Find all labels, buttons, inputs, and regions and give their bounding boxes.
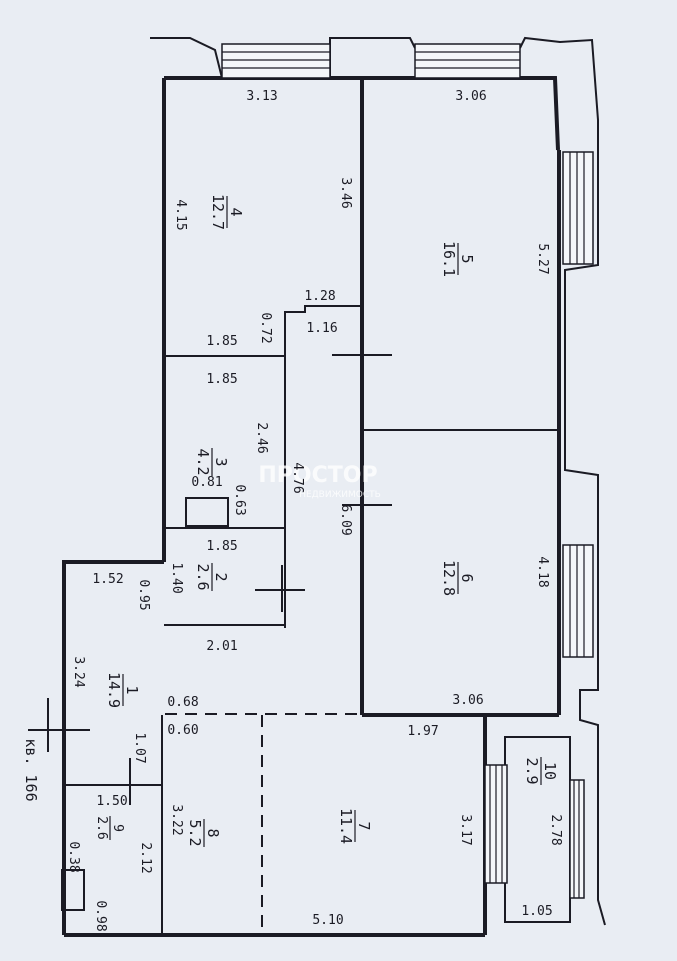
dim-5.27: 5.27 xyxy=(535,243,550,274)
dim-0.72: 0.72 xyxy=(258,312,273,343)
dim-1.85-c: 1.85 xyxy=(206,539,237,554)
room-number: 3 xyxy=(212,457,230,466)
room-label-5: 5 16.1 xyxy=(440,241,476,277)
room-label-6: 6 12.8 xyxy=(440,560,476,596)
dim-1.05: 1.05 xyxy=(521,904,552,919)
room-area: 14.9 xyxy=(105,672,123,708)
room-number: 8 xyxy=(204,828,222,837)
window-room10 xyxy=(569,779,585,899)
dim-0.81: 0.81 xyxy=(191,475,222,490)
dim-0.95: 0.95 xyxy=(136,579,151,610)
room-label-10: 10 2.9 xyxy=(523,757,559,785)
room-number: 9 xyxy=(110,824,125,832)
apartment-label: кв. 166 xyxy=(22,738,40,801)
room-label-8: 8 5.2 xyxy=(186,819,222,847)
dim-3.13: 3.13 xyxy=(246,89,277,104)
window-right-upper xyxy=(562,151,594,265)
room-area: 2.6 xyxy=(94,816,109,839)
dim-1.97: 1.97 xyxy=(407,724,438,739)
room-number: 1 xyxy=(123,685,141,694)
room-label-3: 3 4.2 xyxy=(194,448,230,476)
dimension-labels: 3.13 3.06 1.28 1.16 1.85 1.85 0.81 1.85 … xyxy=(22,89,563,932)
dim-3.24: 3.24 xyxy=(71,656,86,687)
watermark-sub: НЕДВИЖИМОСТЬ xyxy=(299,490,381,500)
windows xyxy=(221,43,594,899)
dim-1.52: 1.52 xyxy=(92,572,123,587)
dim-3.22: 3.22 xyxy=(169,804,184,835)
room-number: 5 xyxy=(458,254,476,263)
room-number: 10 xyxy=(541,762,559,780)
room-label-9: 9 2.6 xyxy=(94,816,125,840)
room-area: 5.2 xyxy=(186,819,204,846)
room-label-7: 7 11.4 xyxy=(337,808,373,844)
room-label-4: 4 12.7 xyxy=(209,194,245,230)
room-area: 12.7 xyxy=(209,194,227,230)
dim-1.40: 1.40 xyxy=(169,562,184,593)
room-label-1: 1 14.9 xyxy=(105,672,141,708)
room-number: 6 xyxy=(458,573,476,582)
dim-1.07: 1.07 xyxy=(132,732,147,763)
window-right-middle xyxy=(562,544,594,658)
dim-4.15: 4.15 xyxy=(173,199,188,230)
room-area: 2.6 xyxy=(194,563,212,590)
room-area: 16.1 xyxy=(440,241,458,277)
dim-3.06-top: 3.06 xyxy=(455,89,486,104)
dim-4.18: 4.18 xyxy=(535,556,550,587)
room-labels: 4 12.7 5 16.1 3 4.2 6 12.8 2 2.6 1 14.9 xyxy=(94,194,559,847)
watermark: ПРОСТОР НЕДВИЖИМОСТЬ xyxy=(258,463,380,500)
dim-2.01: 2.01 xyxy=(206,639,237,654)
dim-0.38: 0.38 xyxy=(66,841,81,872)
window-top-right xyxy=(414,43,521,79)
window-top-left xyxy=(221,43,331,79)
window-room7 xyxy=(484,764,508,884)
dim-2.12: 2.12 xyxy=(138,842,153,873)
dim-0.63: 0.63 xyxy=(232,484,247,515)
room-area: 11.4 xyxy=(337,808,355,844)
dim-3.46: 3.46 xyxy=(338,177,353,208)
dim-1.50: 1.50 xyxy=(96,794,127,809)
dim-5.10: 5.10 xyxy=(312,913,343,928)
room-area: 12.8 xyxy=(440,560,458,596)
dim-0.60: 0.60 xyxy=(167,723,198,738)
dim-2.46: 2.46 xyxy=(254,422,269,453)
dim-0.68: 0.68 xyxy=(167,695,198,710)
room-area: 4.2 xyxy=(194,448,212,475)
room-label-2: 2 2.6 xyxy=(194,563,230,591)
room-number: 2 xyxy=(212,572,230,581)
dim-6.09: 6.09 xyxy=(338,504,353,535)
room-number: 7 xyxy=(355,821,373,830)
room-number: 4 xyxy=(227,207,245,216)
dim-1.16: 1.16 xyxy=(306,321,337,336)
dim-2.78: 2.78 xyxy=(548,814,563,845)
dim-1.85-a: 1.85 xyxy=(206,334,237,349)
dim-3.17: 3.17 xyxy=(458,814,473,845)
dim-1.28: 1.28 xyxy=(304,289,335,304)
watermark-main: ПРОСТОР xyxy=(258,463,377,488)
dim-1.85-b: 1.85 xyxy=(206,372,237,387)
room-area: 2.9 xyxy=(523,757,541,784)
dim-4.76: 4.76 xyxy=(290,462,305,493)
dim-0.98: 0.98 xyxy=(93,900,108,931)
dim-3.06-mid: 3.06 xyxy=(452,693,483,708)
